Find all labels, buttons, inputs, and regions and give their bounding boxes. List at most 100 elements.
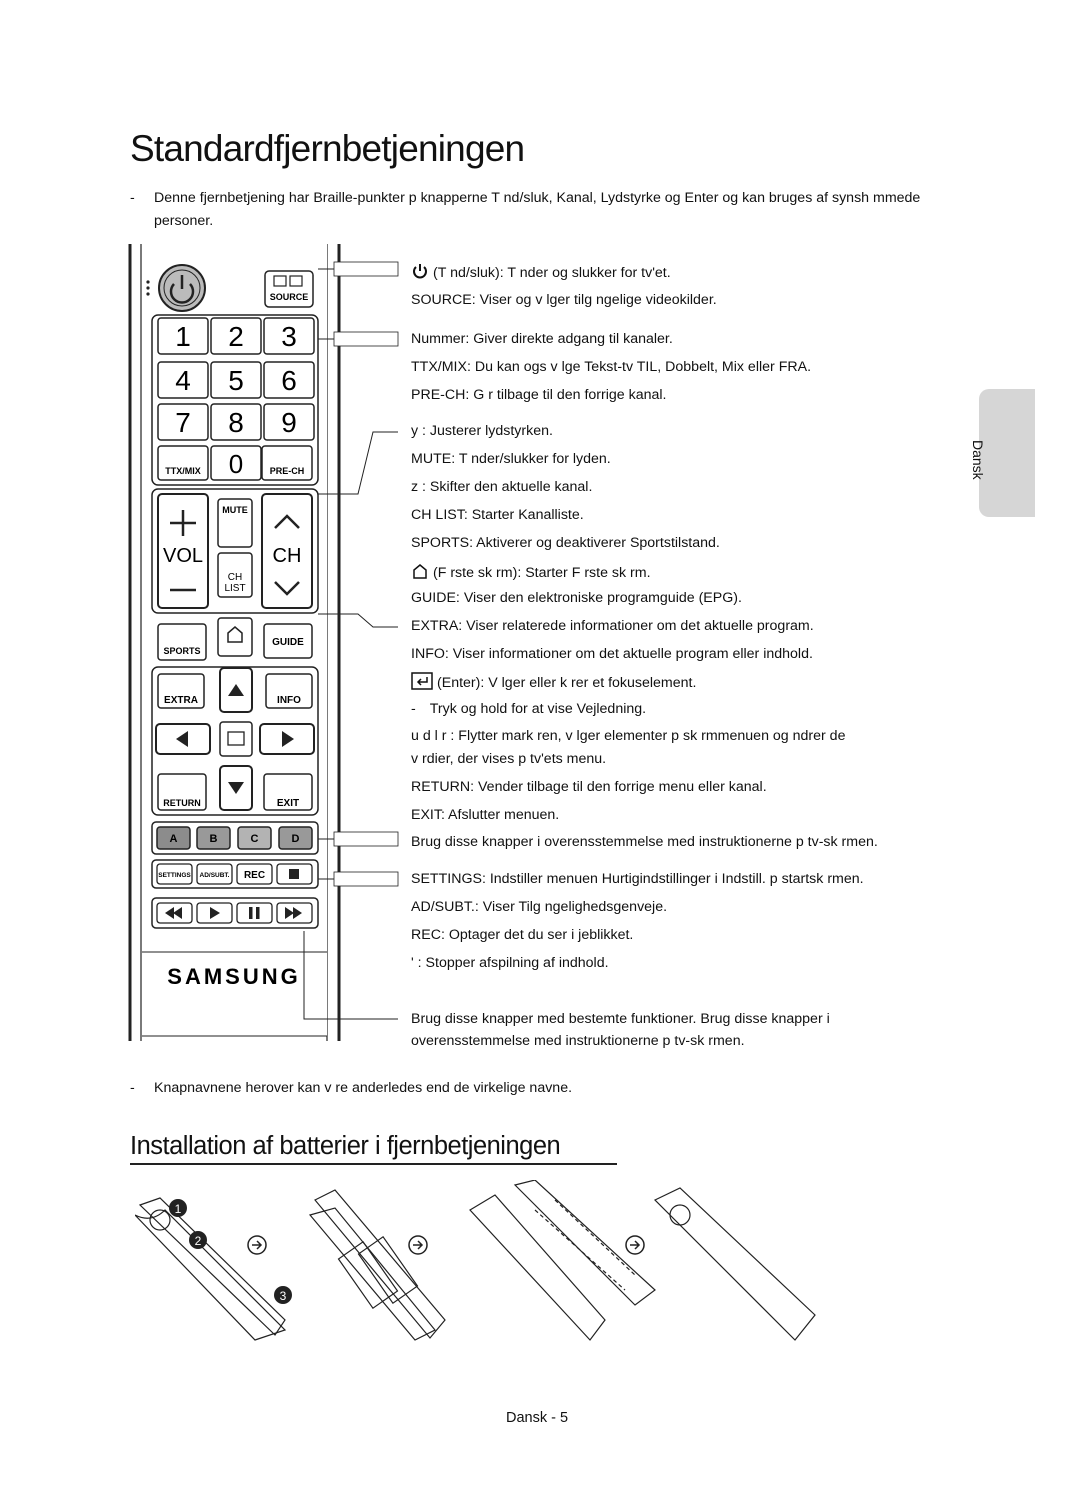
digit-button[interactable]	[210, 403, 262, 441]
extra-button[interactable]: EXTRA	[157, 673, 205, 709]
stop-button[interactable]	[276, 863, 313, 885]
description-text: Nummer: Giver direkte adgang til kanaler…	[411, 331, 673, 347]
home-icon	[413, 564, 427, 579]
description-text: SOURCE: Viser og v lger tilg ngelige vid…	[411, 292, 717, 308]
pause-button[interactable]	[236, 902, 273, 924]
description-line: SPORTS: Aktiverer og deaktiverer Sportst…	[411, 534, 720, 553]
step-arrow-icon	[625, 1235, 645, 1255]
ch-list-button[interactable]: CH LIST	[217, 552, 253, 598]
info-button[interactable]: INFO	[265, 673, 313, 709]
guide-button[interactable]: GUIDE	[263, 623, 313, 659]
color-button-d[interactable]: D	[278, 826, 313, 850]
description-line: AD/SUBT.: Viser Tilg ngelighedsgenveje.	[411, 898, 667, 917]
description-text: EXIT: Afslutter menuen.	[411, 807, 560, 823]
language-tab	[979, 389, 1035, 517]
play-button[interactable]	[196, 902, 233, 924]
mute-label: MUTE	[222, 505, 248, 515]
return-button[interactable]: RETURN	[157, 773, 207, 811]
digit-label: 5	[228, 365, 244, 396]
digit-button[interactable]	[157, 403, 209, 441]
description-line: -Tryk og hold for at vise Vejledning.	[411, 700, 646, 719]
color-button-a[interactable]: A	[156, 826, 191, 850]
page-footer: Dansk - 5	[506, 1410, 569, 1426]
digit-button[interactable]	[157, 361, 209, 399]
settings-button[interactable]: SETTINGS	[156, 863, 193, 885]
description-text: CH LIST: Starter Kanalliste.	[411, 507, 584, 523]
digit-label: 3	[281, 321, 297, 352]
description-line: y : Justerer lydstyrken.	[411, 422, 553, 441]
fast-forward-button[interactable]	[276, 902, 313, 924]
digit-label: 9	[281, 407, 297, 438]
step-arrow-icon	[408, 1235, 428, 1255]
description-line: EXIT: Afslutter menuen.	[411, 806, 559, 825]
digit-button[interactable]	[263, 403, 315, 441]
digit-button[interactable]	[157, 317, 209, 355]
description-text: RETURN: Vender tilbage til den forrige m…	[411, 779, 767, 795]
prech-button[interactable]: PRE-CH	[261, 445, 313, 481]
description-line: (T nd/sluk): T nder og slukker for tv'et…	[411, 262, 671, 283]
source-label: SOURCE	[270, 292, 309, 302]
description-text: v rdier, der vises p tv'ets menu.	[411, 751, 607, 767]
description-text: z : Skifter den aktuelle kanal.	[411, 479, 593, 495]
description-text: INFO: Viser informationer om det aktuell…	[411, 646, 813, 662]
svg-text:B: B	[210, 833, 218, 845]
svg-text:1: 1	[175, 1202, 182, 1216]
description-line: u d l r : Flytter mark ren, v lger eleme…	[411, 727, 845, 746]
description-line: SOURCE: Viser og v lger tilg ngelige vid…	[411, 291, 717, 310]
color-button-b[interactable]: B	[196, 826, 231, 850]
sports-button[interactable]: SPORTS	[157, 623, 207, 661]
rec-button[interactable]: REC	[236, 863, 273, 885]
description-line: REC: Optager det du ser i jeblikket.	[411, 926, 633, 945]
intro-note: - Denne fjernbetjening har Braille-punkt…	[130, 187, 924, 233]
ttx-mix-button[interactable]: TTX/MIX	[157, 445, 209, 481]
description-text: (F rste sk rm): Starter F rste sk rm.	[433, 565, 651, 581]
note-dash: -	[130, 1080, 135, 1096]
description-line: ' : Stopper afspilning af indhold.	[411, 954, 609, 973]
digit-label: 8	[228, 407, 244, 438]
intro-text: Denne fjernbetjening har Braille-punkter…	[154, 190, 921, 229]
description-text: PRE-CH: G r tilbage til den forrige kana…	[411, 387, 667, 403]
bottom-note: - Knapnavnene herover kan v re anderlede…	[130, 1077, 924, 1100]
ch-label: CH	[273, 545, 302, 567]
description-text: u d l r : Flytter mark ren, v lger eleme…	[411, 728, 846, 744]
power-icon	[413, 264, 427, 279]
color-button-c[interactable]: C	[237, 826, 272, 850]
description-text: REC: Optager det du ser i jeblikket.	[411, 927, 634, 943]
svg-text:SETTINGS: SETTINGS	[158, 872, 191, 879]
description-text: AD/SUBT.: Viser Tilg ngelighedsgenveje.	[411, 899, 668, 915]
channel-rocker[interactable]: CH	[261, 493, 313, 609]
description-text: Tryk og hold for at vise Vejledning.	[429, 701, 647, 717]
digit-button[interactable]	[263, 361, 315, 399]
dpad[interactable]	[155, 667, 315, 811]
description-text: overensstemmelse med instruktionerne p t…	[411, 1033, 745, 1049]
description-line: SETTINGS: Indstiller menuen Hurtigindsti…	[411, 870, 864, 889]
info-label: INFO	[277, 695, 301, 706]
volume-rocker[interactable]: VOL	[157, 493, 209, 609]
ad-subt-button[interactable]: AD/SUBT.	[196, 863, 233, 885]
section-underline	[130, 1163, 617, 1165]
rewind-button[interactable]	[156, 902, 193, 924]
description-text: Brug disse knapper med bestemte funktion…	[411, 1011, 830, 1027]
description-line: z : Skifter den aktuelle kanal.	[411, 478, 592, 497]
digit-button[interactable]	[210, 361, 262, 399]
svg-text:A: A	[170, 833, 178, 845]
description-dash: -	[411, 701, 416, 717]
extra-label: EXTRA	[164, 695, 198, 706]
digit-button[interactable]	[263, 317, 315, 355]
home-button[interactable]	[217, 617, 253, 657]
description-text: (Enter): V lger eller k rer et fokuselem…	[437, 675, 697, 691]
description-line: Nummer: Giver direkte adgang til kanaler…	[411, 330, 673, 349]
digit-button[interactable]	[210, 317, 262, 355]
source-button[interactable]: SOURCE	[264, 270, 314, 308]
description-line: v rdier, der vises p tv'ets menu.	[411, 750, 606, 769]
description-line: GUIDE: Viser den elektroniske programgui…	[411, 589, 742, 608]
chlist-label-1: CH	[228, 572, 242, 583]
exit-button[interactable]: EXIT	[263, 773, 313, 811]
description-line: TTX/MIX: Du kan ogs v lge Tekst-tv TIL, …	[411, 358, 811, 377]
power-button[interactable]	[158, 264, 206, 312]
digit-label: 7	[175, 407, 191, 438]
mute-button[interactable]: MUTE	[217, 498, 253, 548]
digit-label: 4	[175, 365, 191, 396]
digit-button[interactable]	[210, 445, 262, 481]
